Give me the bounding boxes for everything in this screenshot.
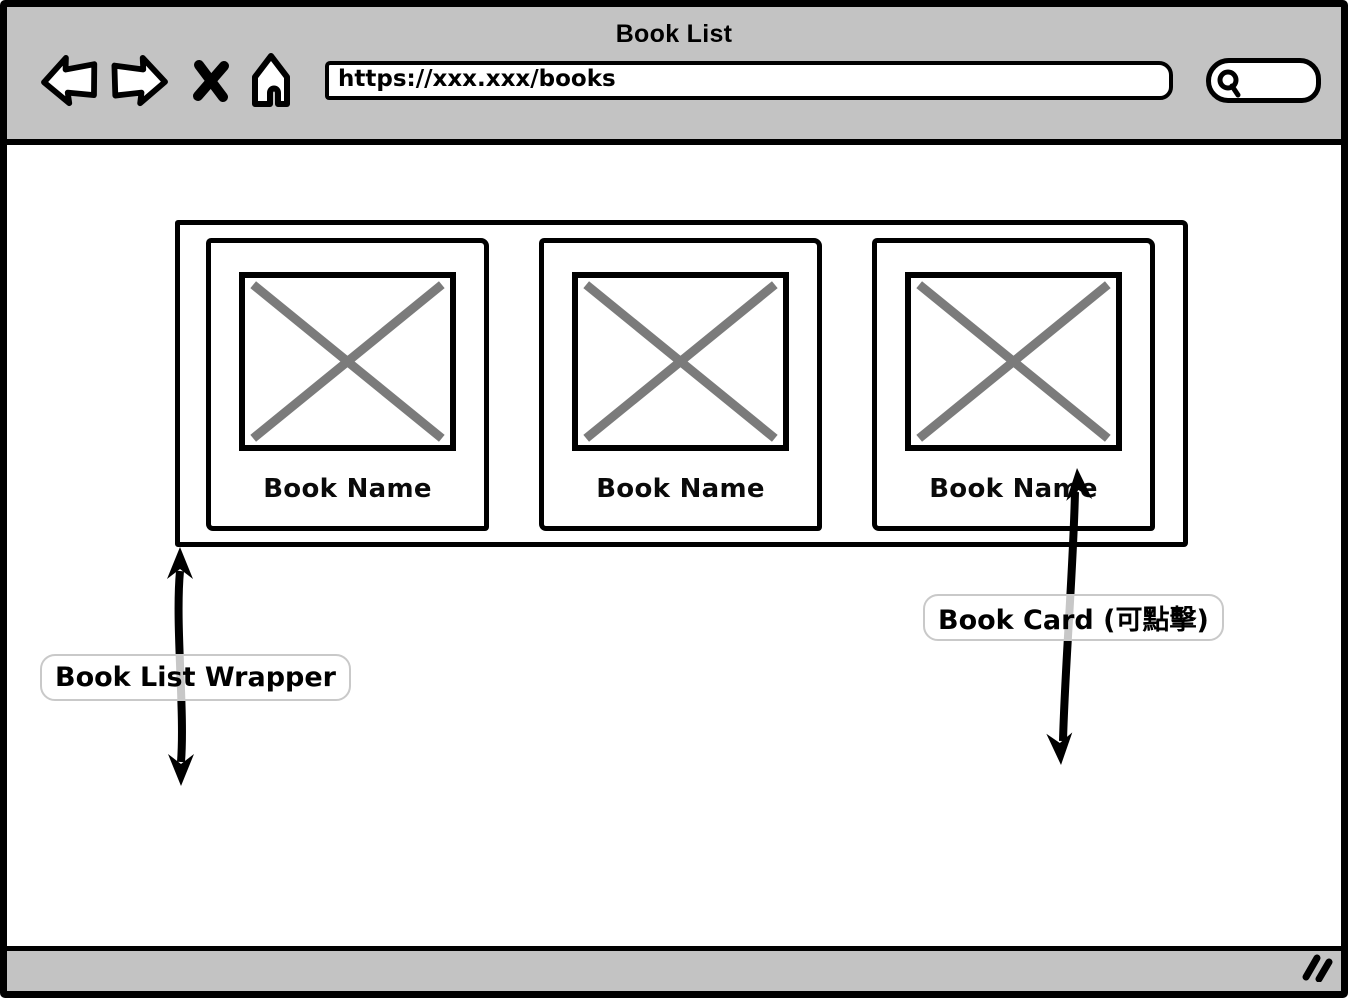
- home-button[interactable]: [247, 51, 295, 109]
- image-x-icon: [245, 278, 450, 445]
- status-bar: [7, 946, 1341, 991]
- book-card[interactable]: Book Name: [539, 238, 822, 531]
- book-name: Book Name: [596, 473, 765, 504]
- book-list-wrapper: Book Name Book Name: [175, 220, 1188, 547]
- resize-grip-icon[interactable]: [1298, 952, 1334, 986]
- browser-toolbar: Book List: [7, 7, 1341, 145]
- book-cover-placeholder: [239, 272, 456, 451]
- book-card[interactable]: Book Name: [206, 238, 489, 531]
- book-card[interactable]: Book Name: [872, 238, 1155, 531]
- search-box[interactable]: [1206, 57, 1321, 103]
- book-name: Book Name: [263, 473, 432, 504]
- url-input[interactable]: [325, 60, 1173, 100]
- back-arrow-icon: [40, 52, 98, 108]
- home-icon: [247, 51, 295, 109]
- back-button[interactable]: [40, 52, 98, 108]
- image-x-icon: [578, 278, 783, 445]
- page-title: Book List: [615, 20, 733, 48]
- book-cover-placeholder: [905, 272, 1122, 451]
- book-name: Book Name: [929, 473, 1098, 504]
- close-x-icon: [191, 52, 231, 108]
- image-x-icon: [911, 278, 1116, 445]
- card-annotation-label: Book Card (可點擊): [923, 594, 1224, 641]
- forward-arrow-icon: [111, 52, 169, 108]
- forward-button[interactable]: [111, 52, 169, 108]
- book-cover-placeholder: [572, 272, 789, 451]
- toolbar-controls: [40, 49, 1321, 111]
- wrapper-annotation-label: Book List Wrapper: [40, 654, 351, 701]
- page-content: Book Name Book Name: [7, 145, 1341, 946]
- stop-button[interactable]: [191, 52, 231, 108]
